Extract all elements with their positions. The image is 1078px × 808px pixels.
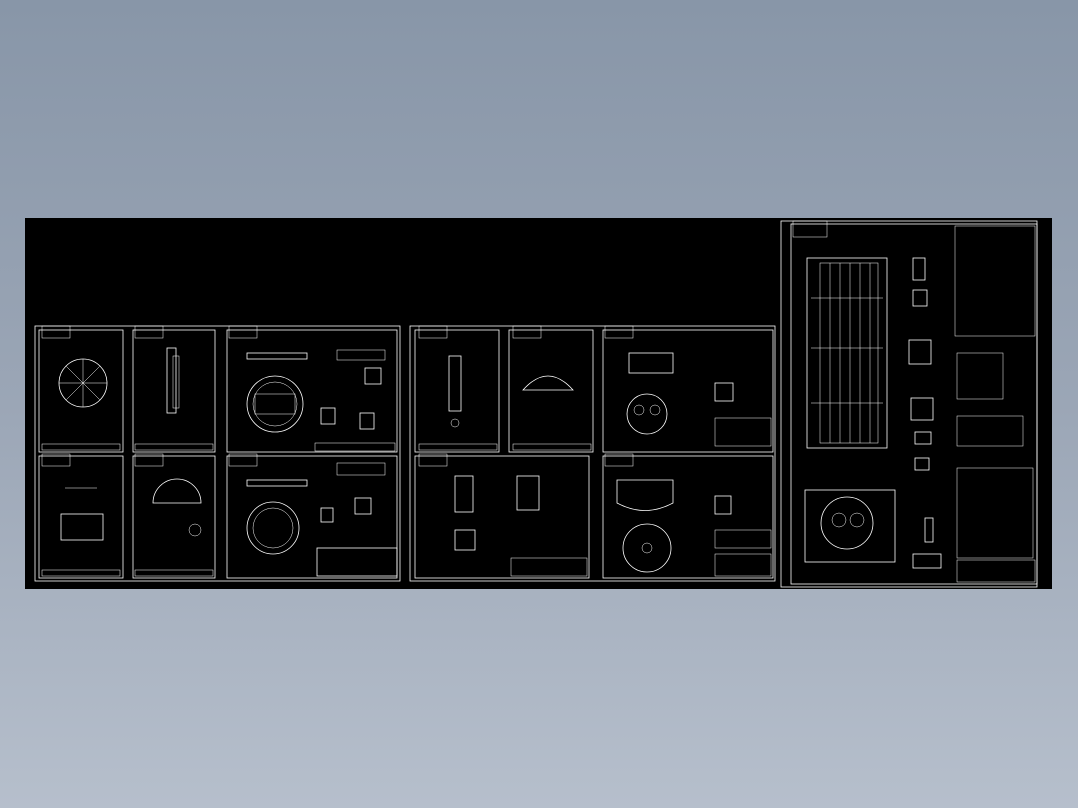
sheet-channel-cover — [602, 453, 774, 579]
sheet-tubesheet-1 — [226, 325, 398, 453]
sheet-nozzle — [414, 453, 590, 579]
sheet-channel-head — [602, 325, 774, 453]
sheet-pipe-section — [414, 325, 500, 453]
sheet-baffle — [132, 325, 216, 453]
sheet-saddle-cover — [508, 325, 594, 453]
sheet-group-middle — [409, 325, 776, 582]
sheet-assembly — [780, 220, 1038, 588]
sheet-plate-circle — [38, 325, 124, 453]
cad-viewport[interactable] — [25, 218, 1052, 589]
sheet-group-left — [34, 325, 401, 582]
sheet-tubesheet-2 — [226, 453, 398, 579]
sheet-support — [38, 453, 124, 579]
sheet-half-round — [132, 453, 216, 579]
cad-drawing-canvas[interactable] — [25, 218, 1052, 589]
